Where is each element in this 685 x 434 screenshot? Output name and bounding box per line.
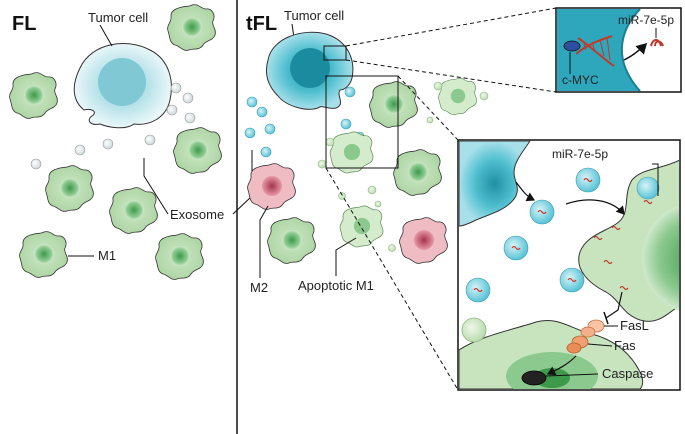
fas-receptor — [566, 335, 589, 354]
m1-cell — [369, 81, 418, 128]
caspase-icon — [521, 370, 547, 386]
tumor-cell-tfl — [265, 31, 354, 110]
caspase-leader — [545, 373, 599, 377]
caspase-label: Caspase — [602, 366, 653, 381]
mirna-inset-label: miR-7e-5p — [618, 13, 674, 27]
zoom-connector-bottom — [325, 167, 459, 391]
cmyc-inset — [555, 7, 682, 93]
exosome-leader-left — [143, 158, 169, 215]
m1-cell — [109, 187, 158, 234]
fas-leader — [587, 343, 613, 347]
m2-cell — [399, 217, 448, 264]
m1-cell — [19, 231, 68, 278]
inset-region-box — [323, 45, 347, 61]
mirna-zoom-label: miR-7e-5p — [552, 147, 608, 161]
exosome-label: Exosome — [170, 207, 224, 222]
tumor-cell-fl-label: Tumor cell — [88, 10, 148, 25]
m1-cell — [155, 233, 204, 280]
zoom-panel — [457, 139, 681, 391]
exosome-fl — [30, 82, 196, 170]
m1-cell — [173, 127, 222, 174]
m2-cell — [247, 163, 296, 210]
panel-label-tfl: tFL — [246, 13, 277, 35]
m1-cell — [167, 4, 216, 51]
cmyc-label: c-MYC — [562, 73, 599, 87]
apoptotic-m1-leader — [335, 237, 357, 276]
apoptotic-m1-cell — [438, 77, 478, 116]
m1-cell — [393, 149, 442, 196]
apoptotic-m1-cell — [329, 131, 374, 174]
m2-leader — [259, 205, 269, 278]
tumor-cell-fl-leader — [99, 24, 113, 47]
m2-label: M2 — [250, 280, 268, 295]
apoptotic-bodies — [317, 81, 489, 252]
inset-connector-bottom — [345, 59, 557, 93]
exosome-tfl — [244, 86, 365, 158]
tumor-cell-fl — [73, 43, 172, 129]
m1-cell — [267, 217, 316, 264]
inset-connector-top — [345, 7, 557, 47]
zoom-region-box — [325, 75, 399, 169]
m1-cell — [9, 72, 58, 119]
mirna-zoom-leader — [652, 163, 659, 196]
fasl-receptor — [580, 319, 605, 338]
apoptotic-m1-cell — [339, 205, 384, 248]
m1-label: M1 — [98, 248, 116, 263]
apoptotic-m1-label: Apoptotic M1 — [298, 278, 374, 293]
fas-label: Fas — [614, 338, 636, 353]
m1-cell — [45, 165, 94, 212]
tumor-cell-tfl-label: Tumor cell — [284, 8, 344, 23]
zoom-connector-top — [397, 75, 459, 141]
fasl-label: FasL — [620, 318, 649, 333]
panel-label-fl: FL — [12, 13, 36, 35]
